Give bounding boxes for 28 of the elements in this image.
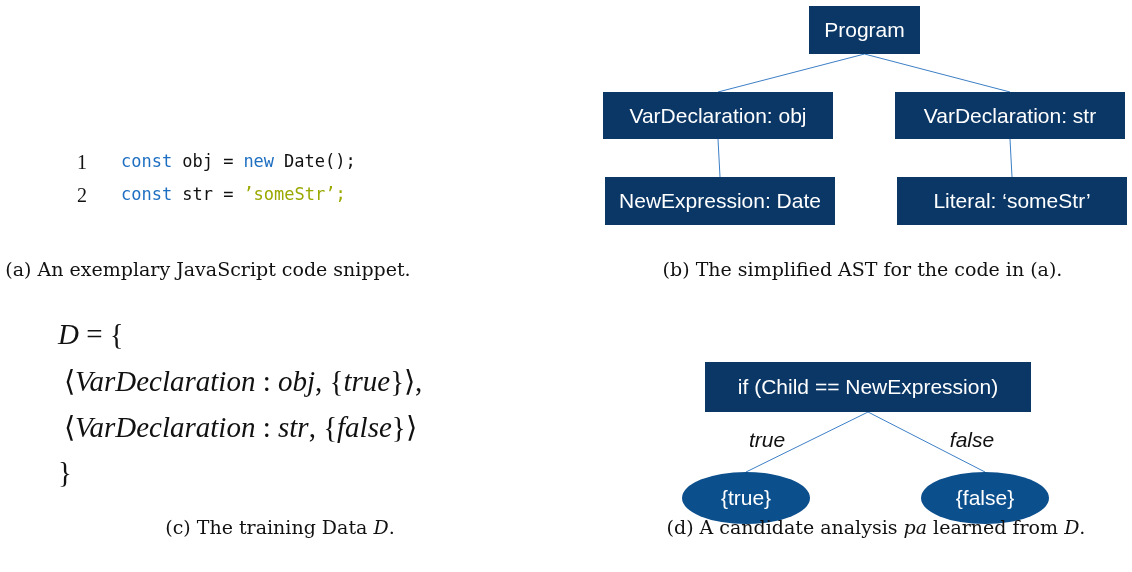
math-formula: } bbox=[58, 456, 72, 489]
figure-caption: (c) The training Data D. bbox=[164, 516, 396, 538]
figure-caption: (b) The simplified AST for the code in (a). bbox=[661, 258, 1064, 280]
ast-node-box: VarDeclaration: str bbox=[895, 92, 1125, 139]
string-literal: ’someStr’; bbox=[243, 184, 346, 206]
connector-line bbox=[717, 53, 865, 93]
code-keyword: new bbox=[243, 151, 275, 173]
ast-node-box: Literal: ‘someStr’ bbox=[897, 177, 1127, 225]
connector-line bbox=[867, 411, 986, 473]
connector-line bbox=[745, 411, 869, 473]
condition-box: if (Child == NewExpression) bbox=[705, 362, 1031, 412]
math-formula: ⟨VarDeclaration : str, {false}⟩ bbox=[64, 410, 417, 444]
connector-line bbox=[717, 138, 721, 178]
ast-node-box: Program bbox=[809, 6, 920, 54]
math-formula: D = { bbox=[58, 318, 124, 351]
connector-line bbox=[1009, 138, 1013, 178]
figure-caption: (a) An exemplary JavaScript code snippet. bbox=[4, 258, 412, 280]
math-formula: ⟨VarDeclaration : obj, {true}⟩, bbox=[64, 364, 423, 398]
line-number: 1 bbox=[77, 151, 87, 174]
code-keyword: const bbox=[121, 151, 173, 173]
ast-node-box: NewExpression: Date bbox=[605, 177, 835, 225]
connector-line bbox=[864, 53, 1011, 93]
line-number: 2 bbox=[77, 184, 87, 207]
code-text: str = bbox=[182, 184, 234, 206]
code-text: Date(); bbox=[284, 151, 356, 173]
ast-node-box: VarDeclaration: obj bbox=[603, 92, 833, 139]
code-text: obj = bbox=[182, 151, 234, 173]
code-keyword: const bbox=[121, 184, 173, 206]
